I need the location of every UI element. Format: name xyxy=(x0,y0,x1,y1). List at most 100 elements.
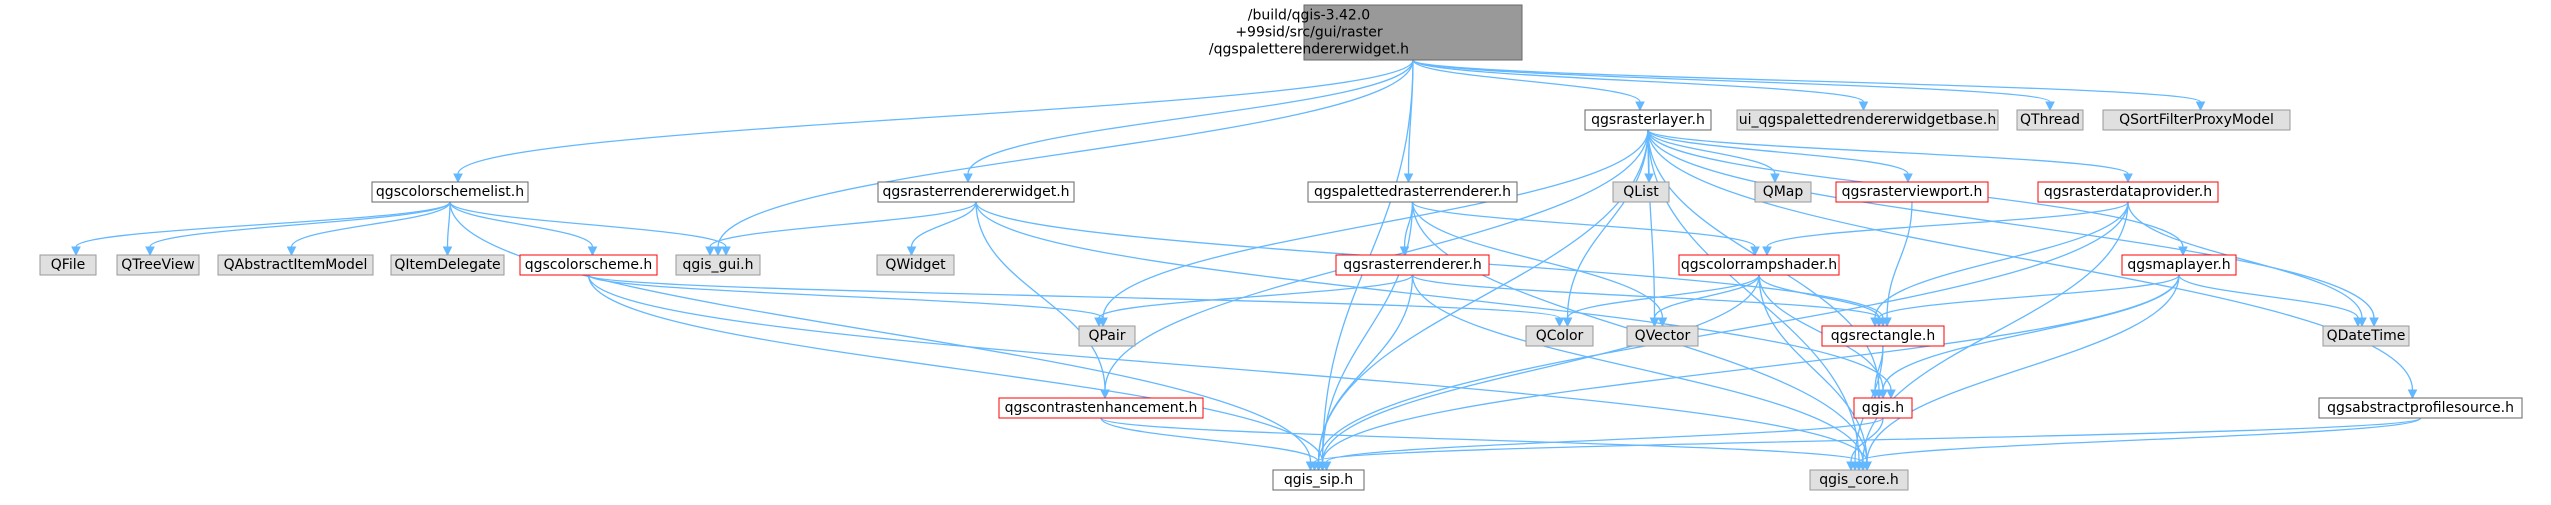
edge-arrowhead xyxy=(721,246,731,257)
node-box xyxy=(1307,181,1518,203)
edge-qgis-to-qgis_sip xyxy=(1325,417,1884,463)
edge-arrowhead xyxy=(2369,317,2379,328)
node-qgis_sip[interactable]: qgis_sip.h xyxy=(1272,469,1365,491)
node-qgspalettedrasterrenderer[interactable]: qgspalettedrasterrenderer.h xyxy=(1307,181,1518,203)
node-qmap: QMap xyxy=(1754,181,1812,203)
edge-arrowhead xyxy=(145,246,155,257)
node-qgis_gui: qgis_gui.h xyxy=(675,254,761,276)
edge-qgspalettedrasterrenderer-to-qgscolorrampshader xyxy=(1411,201,1756,248)
node-qwidget: QWidget xyxy=(876,254,955,276)
node-label: QThread xyxy=(2020,112,2080,128)
edge-root-to-qgsrasterlayer xyxy=(1412,59,1641,103)
edge-arrowhead xyxy=(1858,101,1869,112)
node-label: qgsrasterrendererwidget.h xyxy=(882,184,1069,200)
node-box xyxy=(675,254,761,276)
node-label: /build/qgis-3.42.0 xyxy=(1248,8,1370,24)
node-box xyxy=(1736,109,1999,131)
edge-arrowhead xyxy=(2123,173,2133,184)
node-qgsrasterrenderer[interactable]: qgsrasterrenderer.h xyxy=(1335,254,1490,276)
edge-qgscolorscheme-to-qgis_sip xyxy=(587,274,1324,463)
node-root[interactable]: /build/qgis-3.42.0+99sid/src/gui/raster/… xyxy=(1209,4,1523,61)
node-box xyxy=(1678,254,1840,276)
edge-qgsrasterlayer-to-qmap xyxy=(1647,129,1776,175)
edge-qgscolorrampshader-to-qgsrectangle xyxy=(1758,274,1880,319)
edge-arrowhead xyxy=(1770,173,1780,184)
node-label: QItemDelegate xyxy=(394,257,500,273)
node-qcolor: QColor xyxy=(1525,325,1594,347)
node-label: QDateTime xyxy=(2327,328,2406,344)
node-box xyxy=(1853,397,1913,419)
node-qgscolorrampshader[interactable]: qgscolorrampshader.h xyxy=(1678,254,1840,276)
node-qvector: QVector xyxy=(1626,325,1699,347)
node-qgsrasterrendererwidget[interactable]: qgsrasterrendererwidget.h xyxy=(877,181,1075,203)
node-qgscolorschemelist[interactable]: qgscolorschemelist.h xyxy=(371,181,529,203)
edge-qgsmaplayer-to-qgis_sip xyxy=(1321,274,2180,463)
edge-arrowhead xyxy=(705,246,715,257)
node-qthread: QThread xyxy=(2016,109,2084,131)
edge-qgsrasterlayer-to-qpair xyxy=(1102,129,1649,319)
node-box xyxy=(1303,4,1523,61)
node-qgsmaplayer[interactable]: qgsmaplayer.h xyxy=(2121,254,2237,276)
edge-qgscontrastenhancement-to-qgis_sip xyxy=(1100,417,1320,463)
node-box xyxy=(2318,397,2523,419)
edge-qgscolorrampshader-to-qcolor xyxy=(1566,274,1760,319)
edge-qgscolorschemelist-to-qitemdelegate xyxy=(446,201,451,248)
edge-root-to-qgis_gui xyxy=(717,59,1414,248)
edge-qgscolorschemelist-to-qabstractitemmodel xyxy=(290,201,451,248)
node-qgsrasterlayer[interactable]: qgsrasterlayer.h xyxy=(1584,109,1712,131)
edge-qgsrasterdataprovider-to-qdatetime xyxy=(2127,201,2363,319)
edge-qgsrasterlayer-to-qdatetime xyxy=(1647,129,2375,319)
edge-arrowhead xyxy=(1321,461,1332,472)
node-qtreeview: QTreeView xyxy=(116,254,200,276)
node-label: qgsmaplayer.h xyxy=(2127,257,2230,273)
edge-arrowhead xyxy=(453,173,463,184)
edge-arrowhead xyxy=(1554,317,1565,328)
node-qlist: QList xyxy=(1612,181,1670,203)
node-qgsrasterviewport[interactable]: qgsrasterviewport.h xyxy=(1835,181,1989,203)
edge-root-to-qgscolorschemelist xyxy=(457,59,1414,175)
edge-arrowhead xyxy=(2353,317,2363,328)
edge-qgsabstractprofilesource-to-qgis_sip xyxy=(1313,417,2422,463)
node-qgis[interactable]: qgis.h xyxy=(1853,397,1913,419)
edge-root-to-qsortfilterproxymodel xyxy=(1412,59,2202,103)
edge-qgsmaplayer-to-qgsrectangle xyxy=(1878,274,2180,319)
node-label: /qgspaletterendererwidget.h xyxy=(1209,42,1409,58)
node-box xyxy=(1821,325,1945,347)
node-label: qgsrectangle.h xyxy=(1831,328,1935,344)
node-qgis_core: qgis_core.h xyxy=(1809,469,1909,491)
node-box xyxy=(1335,254,1490,276)
edge-qgscolorschemelist-to-qgis_gui xyxy=(449,201,727,248)
node-box xyxy=(1272,469,1365,491)
edge-arrowhead xyxy=(1100,389,1110,400)
node-label: QVector xyxy=(1635,328,1691,344)
edge-qgscolorschemelist-to-qgis_sip xyxy=(449,201,1312,463)
node-box xyxy=(116,254,200,276)
edge-arrowhead xyxy=(1762,246,1772,257)
edge-qgscolorschemelist-to-qtreeview xyxy=(149,201,451,248)
node-box xyxy=(2016,109,2084,131)
edge-arrowhead xyxy=(1562,317,1573,328)
edge-qgscolorscheme-to-qpair xyxy=(587,274,1104,319)
node-box xyxy=(1612,181,1670,203)
node-qgscontrastenhancement[interactable]: qgscontrastenhancement.h xyxy=(998,397,1204,419)
node-qabstractitemmodel: QAbstractItemModel xyxy=(217,254,374,276)
edge-qgsrasterrendererwidget-to-qwidget xyxy=(910,201,977,248)
node-label: QWidget xyxy=(885,257,946,273)
edge-arrowhead xyxy=(587,246,598,257)
node-box xyxy=(371,181,529,203)
node-qgscolorscheme[interactable]: qgscolorscheme.h xyxy=(519,254,658,276)
node-box xyxy=(1078,325,1136,347)
edge-qgsmaplayer-to-qgis_core xyxy=(1866,274,2180,463)
node-qfile: QFile xyxy=(39,254,97,276)
node-qgsabstractprofilesource[interactable]: qgsabstractprofilesource.h xyxy=(2318,397,2523,419)
node-label: qgis_gui.h xyxy=(683,257,754,273)
edge-arrowhead xyxy=(1878,389,1888,400)
node-box xyxy=(1626,325,1699,347)
edge-root-to-qthread xyxy=(1412,59,2051,103)
node-qgsrasterdataprovider[interactable]: qgsrasterdataprovider.h xyxy=(2037,181,2219,203)
node-box xyxy=(519,254,658,276)
node-qgsrectangle[interactable]: qgsrectangle.h xyxy=(1821,325,1945,347)
node-label: qgscolorschemelist.h xyxy=(376,184,524,200)
edge-qgspalettedrasterrenderer-to-qvector xyxy=(1411,201,1664,319)
